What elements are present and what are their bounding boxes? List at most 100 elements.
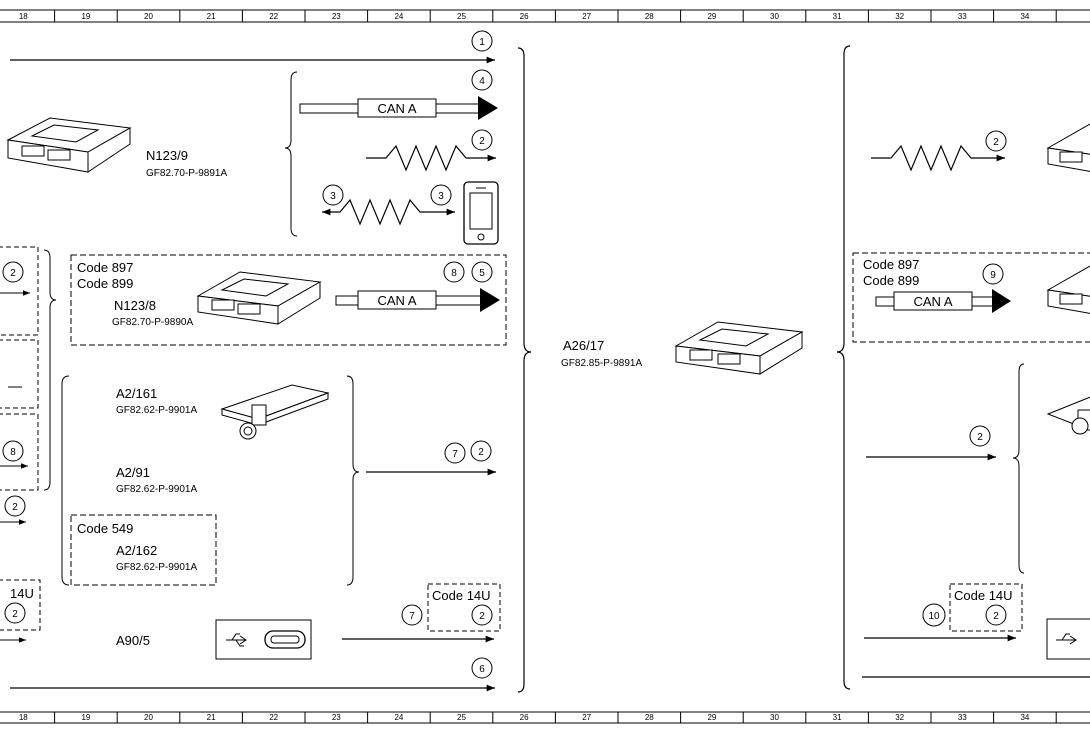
n123-9-label: N123/9 xyxy=(146,148,188,163)
marker-5: 5 xyxy=(471,261,493,283)
ruler-number: 33 xyxy=(958,713,967,722)
right-code-14u-group-box xyxy=(949,583,1023,632)
svg-text:6: 6 xyxy=(479,664,485,675)
code-549-label: Code 549 xyxy=(77,521,133,536)
ruler-number: 34 xyxy=(1020,12,1029,21)
ruler-number: 28 xyxy=(645,12,654,21)
marker-3-left: 3 xyxy=(322,184,344,206)
marker-7-antenna: 7 xyxy=(444,442,466,464)
ruler-number: 30 xyxy=(770,713,779,722)
svg-text:2: 2 xyxy=(993,137,999,148)
ruler-number: 28 xyxy=(645,713,654,722)
left-partial-box-14u xyxy=(0,579,41,631)
n123-8-label: N123/8 xyxy=(114,298,156,313)
ruler-number: 29 xyxy=(707,12,716,21)
code-14u-label: Code 14U xyxy=(432,588,491,603)
a90-5-label: A90/5 xyxy=(116,633,150,648)
marker-2-n123-9: 2 xyxy=(471,129,493,151)
ruler-number: 23 xyxy=(332,12,341,21)
ruler-number: 32 xyxy=(895,12,904,21)
ruler-number: 19 xyxy=(81,12,90,21)
a2-91-code: GF82.62-P-9901A xyxy=(116,484,197,495)
ruler-number: 22 xyxy=(269,12,278,21)
left-partial-box-1 xyxy=(0,246,39,336)
svg-text:CAN A: CAN A xyxy=(377,101,416,116)
right-code-897-899-group-box xyxy=(852,252,1090,343)
ruler-number: 26 xyxy=(520,713,529,722)
right-usb-port-icon xyxy=(1046,618,1090,660)
marker-2-usb: 2 xyxy=(471,604,493,626)
ruler-number: 21 xyxy=(207,12,216,21)
antenna-module-icon xyxy=(220,384,330,440)
svg-text:2: 2 xyxy=(977,432,983,443)
n123-8-code: GF82.70-P-9890A xyxy=(112,317,193,328)
ruler-number: 33 xyxy=(958,12,967,21)
svg-text:2: 2 xyxy=(12,609,18,620)
wireless-signal-right xyxy=(871,144,1005,172)
ruler-number: 18 xyxy=(19,12,28,21)
svg-text:3: 3 xyxy=(438,191,444,202)
svg-text:7: 7 xyxy=(409,611,415,622)
right-code-899-label: Code 899 xyxy=(863,273,919,288)
ruler-number: 31 xyxy=(833,12,842,21)
a26-17-code: GF82.85-P-9891A xyxy=(561,358,642,369)
marker-2-left-a: 2 xyxy=(2,261,24,283)
a26-17-module-icon xyxy=(674,321,804,375)
a2-91-label: A2/91 xyxy=(116,465,150,480)
svg-text:10: 10 xyxy=(928,611,940,622)
right-code-14u-label: Code 14U xyxy=(954,588,1013,603)
svg-text:CAN A: CAN A xyxy=(913,294,952,309)
ruler-number: 29 xyxy=(707,713,716,722)
antenna-group-left-bracket xyxy=(61,375,70,586)
ruler-number: 20 xyxy=(144,12,153,21)
left-partial-box-3 xyxy=(0,413,39,491)
marker-9: 9 xyxy=(982,263,1004,285)
code-549-group-box xyxy=(70,514,217,586)
ruler-number: 21 xyxy=(207,713,216,722)
n123-9-bracket xyxy=(284,71,298,237)
right-code-897-label: Code 897 xyxy=(863,257,919,272)
svg-text:2: 2 xyxy=(10,268,16,279)
wireless-signal-n123-9 xyxy=(366,144,496,172)
a26-17-label: A26/17 xyxy=(563,338,604,353)
ruler-number: 25 xyxy=(457,12,466,21)
ruler-number: 23 xyxy=(332,713,341,722)
svg-text:8: 8 xyxy=(451,268,457,279)
ruler-number: 32 xyxy=(895,713,904,722)
ruler-number: 20 xyxy=(144,713,153,722)
ruler-number: 24 xyxy=(394,12,403,21)
marker-2-left-e: 2 xyxy=(4,602,26,624)
ruler-number: 19 xyxy=(81,713,90,722)
marker-2-right-top: 2 xyxy=(985,130,1007,152)
right-module-icon-mid xyxy=(1046,265,1090,314)
ruler-number: 24 xyxy=(394,713,403,722)
n123-8-module-icon xyxy=(196,271,322,325)
code-14u-group-box xyxy=(427,583,501,632)
svg-text:1: 1 xyxy=(479,37,485,48)
a2-162-code: GF82.62-P-9901A xyxy=(116,562,197,573)
marker-2-left-d: 2 xyxy=(4,495,26,517)
svg-text:2: 2 xyxy=(478,447,484,458)
right-brace xyxy=(836,45,851,690)
can-a-arrow-mid: CAN A xyxy=(335,288,500,312)
marker-8: 8 xyxy=(443,261,465,283)
marker-8-left: 8 xyxy=(2,440,24,462)
marker-2-right-usb: 2 xyxy=(985,604,1007,626)
svg-text:CAN A: CAN A xyxy=(377,293,416,308)
left-14u-label: 14U xyxy=(10,586,34,601)
ruler-number: 25 xyxy=(457,713,466,722)
marker-1: 1 xyxy=(471,30,493,52)
left-partial-box-2 xyxy=(0,339,39,409)
svg-text:9: 9 xyxy=(990,270,996,281)
svg-text:8: 8 xyxy=(10,447,16,458)
marker-6: 6 xyxy=(471,657,493,679)
ruler-number: 34 xyxy=(1020,713,1029,722)
ruler-number: 18 xyxy=(19,713,28,722)
n123-9-code: GF82.70-P-9891A xyxy=(146,168,227,179)
n123-9-module-icon xyxy=(6,117,132,173)
a2-162-label: A2/162 xyxy=(116,543,157,558)
svg-text:2: 2 xyxy=(993,611,999,622)
